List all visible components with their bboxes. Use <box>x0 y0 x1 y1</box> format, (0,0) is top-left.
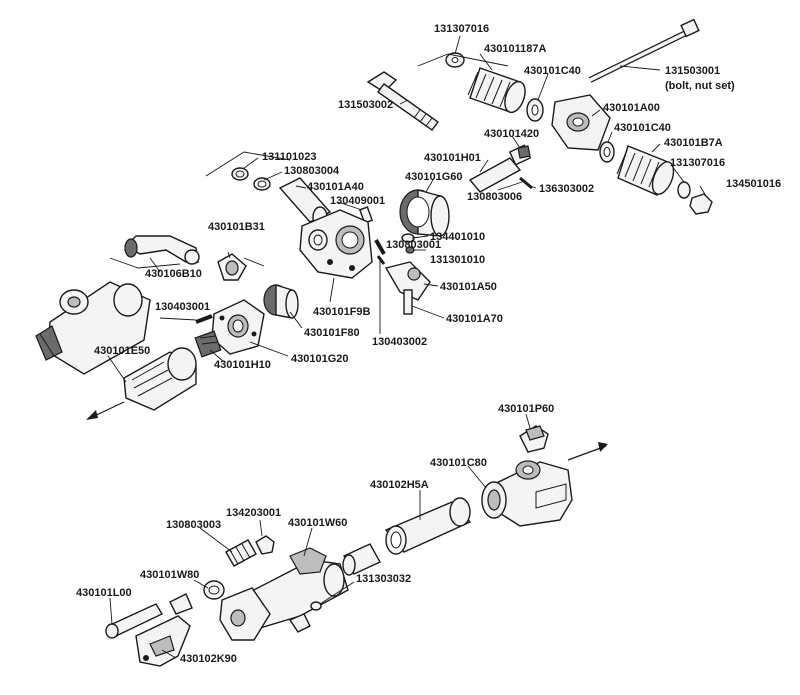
hose-fitting-part <box>217 253 247 281</box>
label-430101A70: 430101A70 <box>446 313 503 325</box>
knurled-grip-part <box>467 67 526 114</box>
label-430101H01: 430101H01 <box>424 152 481 164</box>
bracket-housing-part <box>551 94 611 151</box>
label-430101420: 430101420 <box>484 128 539 140</box>
piston-spool-part <box>468 144 532 193</box>
label-131307016-b: 131307016 <box>670 157 725 169</box>
label-430101P60: 430101P60 <box>498 403 554 415</box>
small-nut-part <box>255 535 275 555</box>
spring-part <box>194 330 222 358</box>
label-130803004: 130803004 <box>284 165 340 177</box>
bushing-part <box>263 284 299 319</box>
main-cylinder-part <box>219 547 349 641</box>
label-131301010: 131301010 <box>430 254 485 266</box>
direction-arrow-right <box>567 442 608 461</box>
label-131307016-a: 131307016 <box>434 23 489 35</box>
label-131101023: 131101023 <box>262 151 316 163</box>
label-430101C40-b: 430101C40 <box>614 122 671 134</box>
label-430101C40-a: 430101C40 <box>524 65 581 77</box>
knurled-grip-part-b <box>616 145 675 196</box>
plug-part <box>288 613 311 633</box>
main-valve-housing-part <box>299 209 373 279</box>
retainer-sleeve-part <box>169 580 225 615</box>
label-131503002: 131503002 <box>338 99 393 111</box>
label-430102H5A: 430102H5A <box>370 479 429 491</box>
air-hose-elbow-part <box>124 235 200 265</box>
label-131303032: 131303032 <box>356 573 411 585</box>
label-430101F80: 430101F80 <box>304 327 360 339</box>
label-130803006: 130803006 <box>467 191 522 203</box>
label-430101B7A: 430101B7A <box>664 137 723 149</box>
group-brackets <box>109 53 509 269</box>
pin-small-part <box>376 255 386 265</box>
label-134401010: 134401010 <box>430 231 485 243</box>
label-430101W60: 430101W60 <box>288 517 347 529</box>
spring-pin-part-b <box>403 289 413 315</box>
label-430102K90: 430102K90 <box>180 653 237 665</box>
label-430101A00: 430101A00 <box>603 102 660 114</box>
retainer-latch-part <box>105 603 163 639</box>
pin-130403002-part <box>374 239 386 255</box>
label-430101H10: 430101H10 <box>214 359 271 371</box>
label-430101A40: 430101A40 <box>307 181 364 193</box>
label-130403002: 130403002 <box>372 336 427 348</box>
part-labels: 131307016 430101187A 430101C40 131503001… <box>76 23 781 665</box>
label-136303002: 136303002 <box>539 183 594 195</box>
label-430101L00: 430101L00 <box>76 587 132 599</box>
label-430101G60: 430101G60 <box>405 171 463 183</box>
pin-131303032-part <box>310 601 322 611</box>
label-430106B10: 430106B10 <box>145 268 202 280</box>
coil-spring-part <box>225 539 257 567</box>
label-430101F9B: 430101F9B <box>313 306 371 318</box>
label-430101W80: 430101W80 <box>140 569 199 581</box>
washer-part-b <box>677 181 691 199</box>
hex-bolt-part <box>366 71 439 131</box>
roll-pin-part-b <box>195 314 213 324</box>
hex-nut-part <box>689 193 713 215</box>
piston-part <box>342 543 381 576</box>
label-430101C80: 430101C80 <box>430 457 487 469</box>
cylinder-liner-part <box>384 497 472 555</box>
label-134203001: 134203001 <box>226 507 281 519</box>
trigger-lever-part <box>384 261 431 301</box>
label-430101G20: 430101G20 <box>291 353 349 365</box>
label-131503001: 131503001 <box>665 65 720 77</box>
label-130803001: 130803001 <box>386 239 441 251</box>
flange-plate-part <box>211 299 265 355</box>
label-130803003: 130803003 <box>166 519 221 531</box>
air-inlet-valve-part <box>35 281 151 375</box>
label-430101A50: 430101A50 <box>440 281 497 293</box>
sleeve-part <box>399 189 450 237</box>
label-130409001: 130409001 <box>330 195 385 207</box>
label-134501016: 134501016 <box>726 178 781 190</box>
retainer-clip-part <box>135 615 191 667</box>
end-cap-part <box>519 425 549 453</box>
exhaust-deflector-part <box>123 347 197 411</box>
label-131503001-note: (bolt, nut set) <box>665 80 735 92</box>
label-430101B31: 430101B31 <box>208 221 265 233</box>
label-430101187A: 430101187A <box>484 43 546 55</box>
leader-lines <box>107 35 707 659</box>
label-130403001: 130403001 <box>155 301 210 313</box>
label-430101E50: 430101E50 <box>94 345 150 357</box>
cylinder-head-part <box>481 460 573 527</box>
long-bolt-part <box>588 18 700 83</box>
direction-arrow-left <box>86 401 125 420</box>
